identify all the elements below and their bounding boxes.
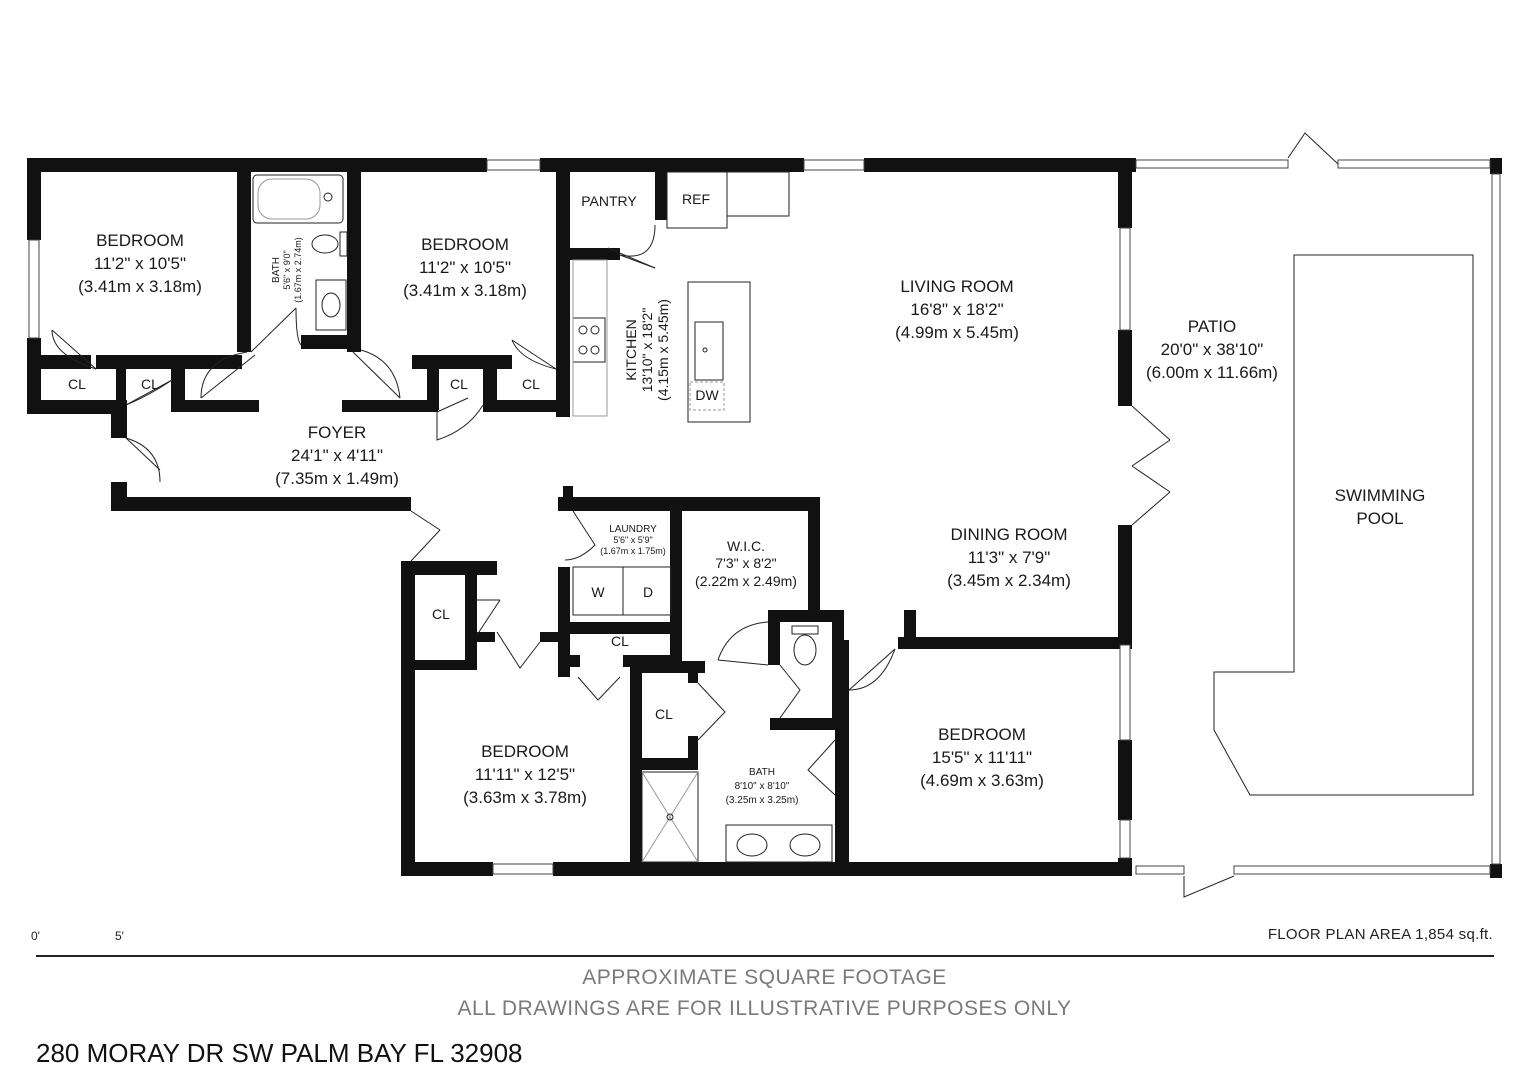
room-dim-imperial-kitchen: 13'10" x 18'2"	[639, 308, 655, 393]
fixtures	[252, 171, 1474, 863]
disclaimer-line1: APPROXIMATE SQUARE FOOTAGE	[582, 966, 947, 989]
room-dim-metric-foyer: (7.35m x 1.49m)	[275, 469, 399, 488]
room-dim-metric-bedroom-n: (3.41m x 3.18m)	[403, 281, 527, 300]
room-name-patio: PATIO	[1188, 317, 1237, 336]
scale-end-label: 5'	[115, 929, 124, 943]
room-name-bedroom-n: BEDROOM	[421, 235, 509, 254]
room-dim-imperial-dining: 11'3" x 7'9"	[968, 548, 1051, 567]
room-name-dining: DINING ROOM	[950, 525, 1067, 544]
property-address: 280 MORAY DR SW PALM BAY FL 32908	[36, 1038, 523, 1068]
room-dim-imperial-patio: 20'0" x 38'10"	[1161, 340, 1264, 359]
room-name-bedroom-sw: BEDROOM	[481, 742, 569, 761]
room-name-wic: W.I.C.	[727, 538, 765, 554]
room-name-laundry: LAUNDRY	[609, 524, 657, 535]
room-dim-metric-dining: (3.45m x 2.34m)	[947, 571, 1071, 590]
fixture-label-washer: W	[591, 584, 605, 600]
walls	[27, 158, 1502, 878]
closet-label: CL	[432, 606, 450, 622]
room-name-bath-s: BATH	[749, 767, 775, 778]
room-name-kitchen: KITCHEN	[623, 319, 639, 380]
room-dim-metric-bath-n: (1.67m x 2.74m)	[293, 237, 303, 303]
room-dim-metric-patio: (6.00m x 11.66m)	[1146, 363, 1278, 382]
room-dim-metric-bedroom-nw: (3.41m x 3.18m)	[78, 277, 202, 296]
room-dim-imperial-laundry: 5'6" x 5'9"	[613, 535, 652, 545]
room-dim-metric-bedroom-se: (4.69m x 3.63m)	[920, 771, 1044, 790]
room-dim-imperial-bedroom-n: 11'2" x 10'5"	[419, 258, 511, 277]
room-dim-metric-bath-s: (3.25m x 3.25m)	[726, 795, 799, 806]
room-name-bedroom-se: BEDROOM	[938, 725, 1026, 744]
room-name-foyer: FOYER	[308, 423, 367, 442]
closet-labels: CL CL CL CL CL CL CL	[68, 376, 673, 722]
room-dim-metric-kitchen: (4.15m x 5.45m)	[655, 299, 671, 401]
room-dim-imperial-bath-n: 5'6" x 9'0"	[282, 250, 292, 289]
room-dim-metric-bedroom-sw: (3.63m x 3.78m)	[463, 788, 587, 807]
room-dim-imperial-bedroom-sw: 11'11" x 12'5"	[475, 765, 575, 784]
room-labels: BEDROOM 11'2" x 10'5" (3.41m x 3.18m) BA…	[78, 191, 1425, 807]
room-name-pantry: PANTRY	[581, 193, 637, 209]
pool-label-line2: POOL	[1356, 509, 1403, 528]
divider	[36, 955, 1494, 957]
room-name-bedroom-nw: BEDROOM	[96, 231, 184, 250]
room-name-living: LIVING ROOM	[900, 277, 1013, 296]
scale-start-label: 0'	[31, 929, 40, 943]
closet-label: CL	[655, 706, 673, 722]
room-dim-imperial-foyer: 24'1" x 4'11"	[291, 446, 383, 465]
closet-label: CL	[611, 633, 629, 649]
closet-label: CL	[522, 376, 540, 392]
room-dim-metric-living: (4.99m x 5.45m)	[895, 323, 1019, 342]
closet-label: CL	[450, 376, 468, 392]
room-dim-imperial-bedroom-nw: 11'2" x 10'5"	[94, 254, 186, 273]
floor-plan: BEDROOM 11'2" x 10'5" (3.41m x 3.18m) BA…	[27, 132, 1502, 898]
room-dim-imperial-living: 16'8" x 18'2"	[910, 300, 1003, 319]
fixture-label-ref: REF	[682, 191, 710, 207]
room-name-bath-n: BATH	[271, 257, 282, 283]
room-dim-imperial-bedroom-se: 15'5" x 11'11"	[932, 748, 1032, 767]
windows	[28, 159, 1501, 875]
pool-label-line1: SWIMMING	[1335, 486, 1426, 505]
closet-label: CL	[68, 376, 86, 392]
floor-plan-area: FLOOR PLAN AREA 1,854 sq.ft.	[1267, 926, 1493, 943]
room-dim-metric-wic: (2.22m x 2.49m)	[695, 573, 797, 589]
disclaimer-line2: ALL DRAWINGS ARE FOR ILLUSTRATIVE PURPOS…	[457, 997, 1072, 1020]
room-dim-imperial-wic: 7'3" x 8'2"	[715, 555, 776, 571]
door-swings	[51, 132, 1339, 898]
closet-label: CL	[141, 376, 159, 392]
fixture-label-dw: DW	[695, 387, 719, 403]
fixture-label-dryer: D	[643, 584, 653, 600]
room-dim-metric-laundry: (1.67m x 1.75m)	[600, 546, 666, 556]
room-dim-imperial-bath-s: 8'10" x 8'10"	[735, 781, 790, 792]
